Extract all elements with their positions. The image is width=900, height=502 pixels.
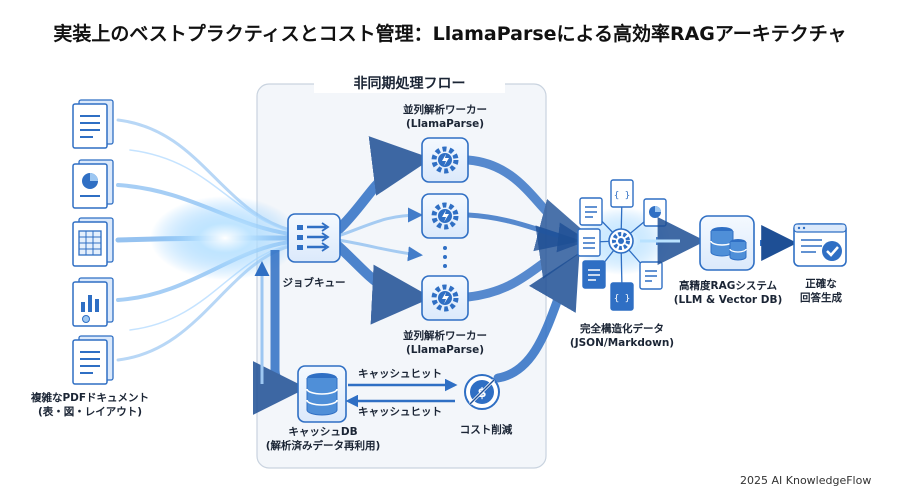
more-workers-dots — [443, 246, 447, 268]
cache-db-line1: キャッシュDB — [288, 426, 358, 438]
cache-db-label: キャッシュDB (解析済みデータ再利用) — [250, 426, 396, 453]
pie-file-icon — [643, 198, 667, 227]
structured-data-label: 完全構造化データ (JSON/Markdown) — [560, 323, 684, 350]
cost-reduction-icon: $ — [464, 374, 500, 410]
structured-line2: (JSON/Markdown) — [569, 336, 675, 349]
chart-file-icon — [639, 261, 663, 290]
page-title: 実装上のベストプラクティスとコスト管理：LlamaParseによる高効率RAGア… — [53, 23, 847, 45]
job-queue-icon — [287, 213, 341, 263]
cost-reduction-label: コスト削減 — [459, 424, 513, 436]
rag-line2: (LLM & Vector DB) — [673, 293, 783, 306]
queue-to-worker-arrows — [333, 136, 432, 325]
worker-top-line2: (LlamaParse) — [405, 117, 485, 130]
json-file-icon: { } — [610, 179, 634, 208]
markdown-file-icon: { } — [610, 282, 634, 311]
table-document-icon — [72, 217, 114, 267]
worker-gear-icon-bottom — [421, 275, 469, 321]
worker-bottom-line1: 並列解析ワーカー — [403, 330, 487, 342]
input-glow — [150, 196, 300, 280]
structured-line1: 完全構造化データ — [580, 323, 664, 335]
pdf-document-icon — [72, 99, 114, 149]
hub-gear-icon — [608, 228, 634, 254]
pie-document-icon — [72, 159, 114, 209]
footer-credit: 2025 AI KnowledgeFlow — [740, 474, 872, 487]
file-icon — [579, 197, 603, 226]
text-document-icon — [72, 335, 114, 385]
worker-top-label: 並列解析ワーカー (LlamaParse) — [385, 104, 505, 131]
answer-line1: 正確な — [805, 278, 837, 290]
bar-chart-document-icon — [72, 277, 114, 327]
vector-db-icon — [699, 215, 755, 271]
rag-line1: 高精度RAGシステム — [678, 280, 777, 292]
input-docs-line1: 複雑なPDFドキュメント — [30, 392, 150, 404]
answer-line2: 回答生成 — [800, 291, 842, 304]
worker-top-line1: 並列解析ワーカー — [403, 104, 487, 116]
worker-bottom-label: 並列解析ワーカー (LlamaParse) — [385, 330, 505, 357]
cache-hit-label-bottom: キャッシュヒット — [358, 406, 442, 418]
job-queue-label: ジョブキュー — [282, 277, 346, 289]
cache-hit-label-top: キャッシュヒット — [358, 368, 442, 380]
worker-gear-icon-middle — [421, 193, 469, 239]
database-icon — [297, 365, 347, 423]
async-area-title: 非同期処理フロー — [314, 75, 505, 94]
rag-system-label: 高精度RAGシステム (LLM & Vector DB) — [670, 280, 786, 307]
svg-text:{ }: { } — [614, 294, 630, 304]
input-docs-label: 複雑なPDFドキュメント (表・図・レイアウト) — [20, 392, 160, 419]
text-file-icon — [582, 260, 606, 289]
list-file-icon — [577, 228, 601, 257]
cache-db-line2: (解析済みデータ再利用) — [265, 439, 381, 452]
svg-text:{ }: { } — [614, 191, 630, 201]
queue-to-cache-arrow — [252, 250, 307, 415]
worker-gear-icon-top — [421, 137, 469, 183]
worker-bottom-line2: (LlamaParse) — [405, 343, 485, 356]
input-docs-line2: (表・図・レイアウト) — [37, 405, 143, 418]
answer-check-icon — [793, 223, 847, 267]
worker-to-hub-streams — [463, 155, 593, 383]
answer-label: 正確な 回答生成 — [790, 278, 852, 305]
document-stack-icons — [72, 99, 114, 385]
